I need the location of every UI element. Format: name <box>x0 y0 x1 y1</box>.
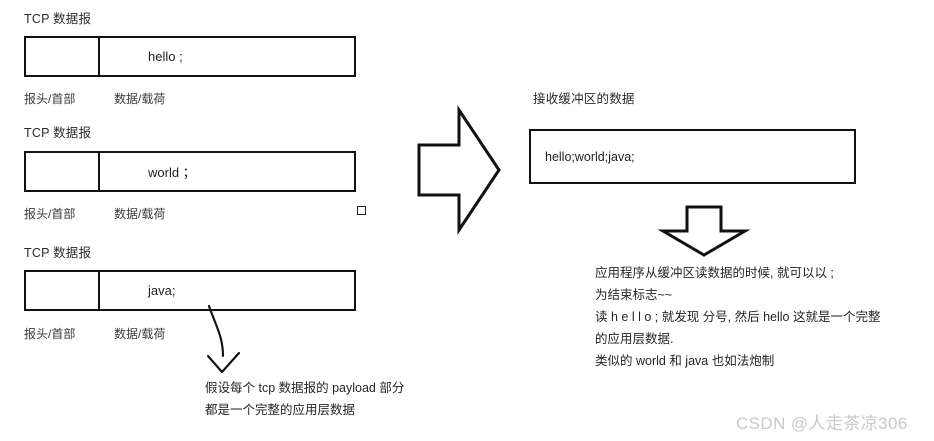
segment-1-payload-cell: hello ; <box>100 38 354 75</box>
segment-1-payload-label: 数据/载荷 <box>114 92 166 106</box>
receive-buffer-content: hello;world;java; <box>545 149 635 164</box>
tcp-segment-2: world ； <box>24 151 356 192</box>
receive-buffer-box: hello;world;java; <box>529 129 856 184</box>
tcp-segment-3: java; <box>24 270 356 311</box>
segment-3-payload-cell: java; <box>100 272 354 309</box>
tcp-segment-1: hello ; <box>24 36 356 77</box>
left-note-line-2: 都是一个完整的应用层数据 <box>205 403 356 417</box>
segment-2-payload-label: 数据/载荷 <box>114 207 166 221</box>
segment-3-caption: TCP 数据报 <box>24 246 92 260</box>
segment-3-payload-label: 数据/载荷 <box>114 327 166 341</box>
right-note-line-2: 为结束标志~~ <box>595 288 673 302</box>
right-note-line-3: 读 h e l l o ; 就发现 分号, 然后 hello 这就是一个完整 <box>595 310 881 324</box>
segment-1-header-label: 报头/首部 <box>24 92 76 106</box>
buffer-caption: 接收缓冲区的数据 <box>533 92 635 106</box>
right-note-line-4: 的应用层数据. <box>595 332 674 346</box>
segment-1-header-cell <box>26 38 100 75</box>
square-marker-icon <box>357 206 366 215</box>
segment-1-payload-text: hello ; <box>148 49 183 64</box>
segment-2-payload-cell: world ； <box>100 153 354 190</box>
segment-3-header-cell <box>26 272 100 309</box>
left-note-line-1: 假设每个 tcp 数据报的 payload 部分 <box>205 381 405 395</box>
segment-3-payload-text: java; <box>148 283 176 298</box>
curved-arrow-icon <box>195 300 265 382</box>
segment-1-caption: TCP 数据报 <box>24 12 92 26</box>
segment-2-header-cell <box>26 153 100 190</box>
segment-2-caption: TCP 数据报 <box>24 126 92 140</box>
right-block-arrow-icon <box>414 105 504 235</box>
watermark: CSDN @人走茶凉306 <box>736 414 908 433</box>
right-note-line-1: 应用程序从缓冲区读数据的时候, 就可以以 ; <box>595 266 834 280</box>
down-block-arrow-icon <box>657 203 751 259</box>
segment-2-payload-text: world ； <box>148 165 196 180</box>
right-note-line-5: 类似的 world 和 java 也如法炮制 <box>595 354 775 368</box>
segment-3-header-label: 报头/首部 <box>24 327 76 341</box>
segment-2-header-label: 报头/首部 <box>24 207 76 221</box>
